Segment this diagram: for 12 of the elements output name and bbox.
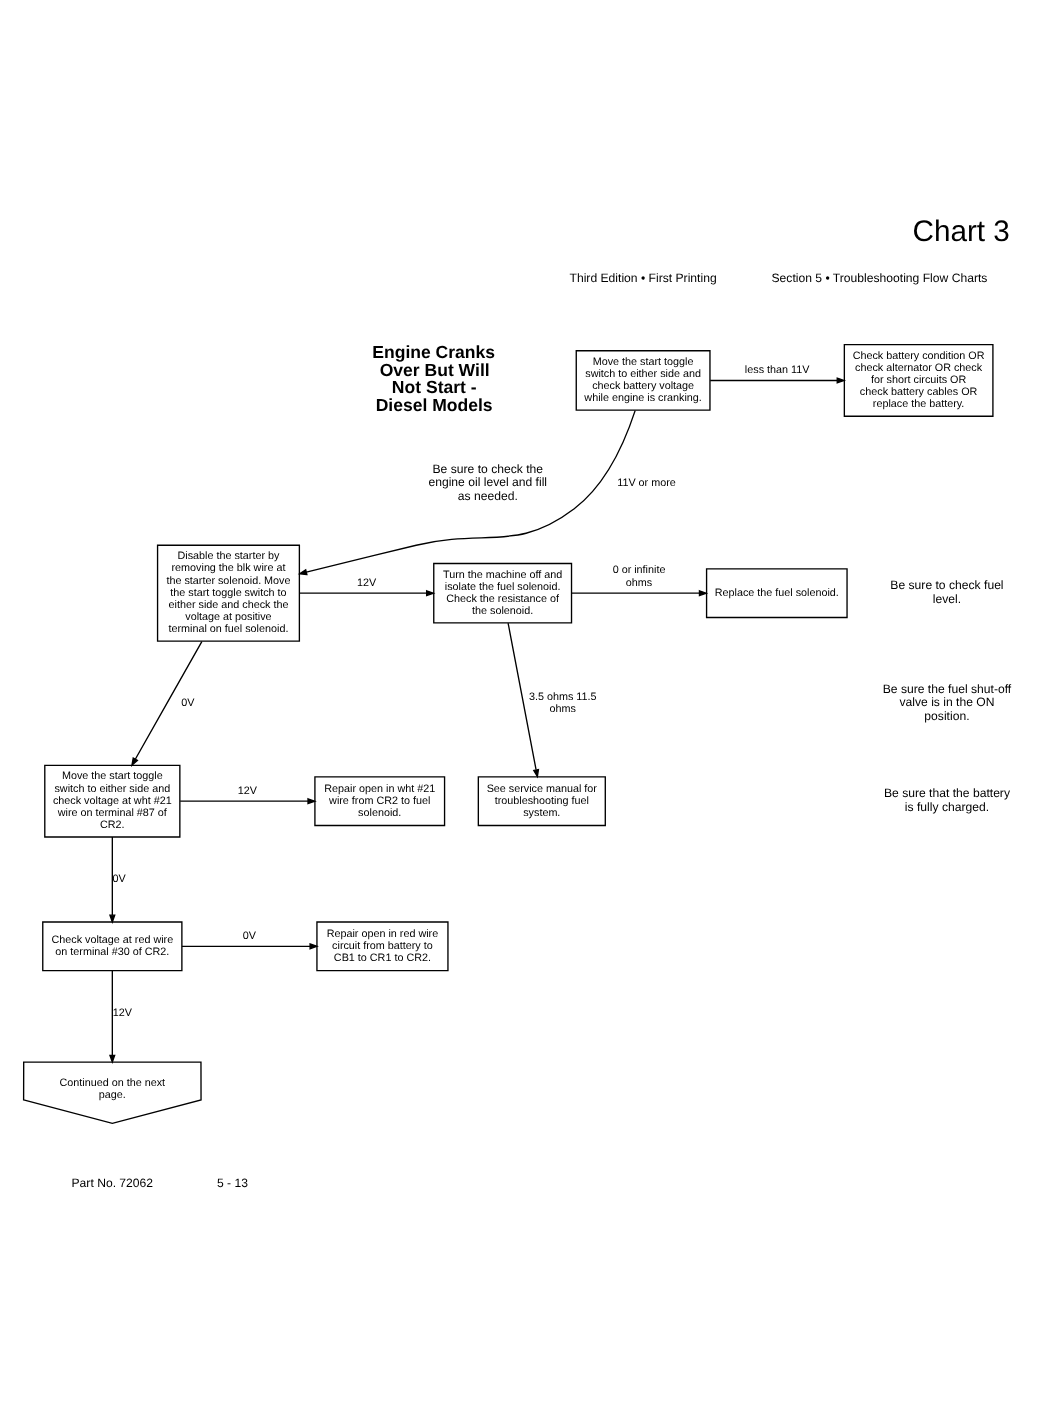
arrow xyxy=(506,621,539,778)
arrow xyxy=(108,835,115,923)
arrow xyxy=(296,408,635,575)
arrow xyxy=(708,376,846,383)
arrow xyxy=(570,588,708,596)
arrow xyxy=(129,639,202,766)
arrow xyxy=(178,796,316,804)
arrow xyxy=(108,969,115,1064)
arrow xyxy=(297,588,435,596)
diagram-title: Chart 3 xyxy=(911,215,1009,248)
arrow xyxy=(180,942,318,949)
label: Engine Cranks Over But Will Not Start - Diesel Models xyxy=(371,341,495,414)
